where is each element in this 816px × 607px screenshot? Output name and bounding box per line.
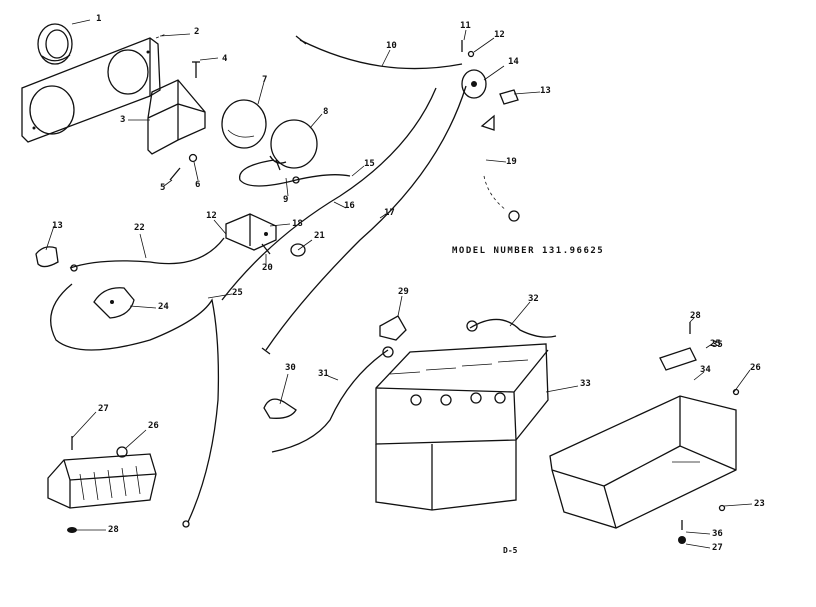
headlamp-sealed-beam: [221, 99, 267, 149]
callout-13-a: 13: [540, 86, 551, 96]
callout-16: 16: [344, 201, 355, 211]
nut: [188, 153, 198, 163]
solenoid: [225, 213, 277, 251]
voltage-regulator: [93, 287, 135, 319]
callout-22: 22: [134, 223, 145, 233]
ignition-switch: [461, 69, 487, 99]
rectifier: [47, 436, 157, 533]
leader-lines: [45, 19, 753, 549]
battery-cable-pos: [469, 318, 557, 338]
headlamp-with-socket: [269, 119, 318, 171]
page-code: D-5: [503, 546, 518, 555]
screw: [192, 61, 200, 78]
callout-28-a: 28: [108, 525, 119, 535]
callout-25-b: 25: [710, 339, 721, 349]
callout-12-b: 12: [206, 211, 217, 221]
connector: [261, 243, 271, 255]
callout-19: 19: [506, 157, 517, 167]
hold-down: [659, 347, 697, 371]
callout-30: 30: [285, 363, 296, 373]
callout-18: 18: [292, 219, 303, 229]
callout-11: 11: [460, 21, 471, 31]
callout-4: 4: [222, 54, 228, 64]
callout-27-b: 27: [712, 543, 723, 553]
wire-22: [69, 237, 225, 269]
model-number: MODEL NUMBER 131.96625: [452, 246, 605, 256]
callout-24: 24: [158, 302, 169, 312]
callout-3: 3: [120, 115, 126, 125]
callout-27-a: 27: [98, 404, 109, 414]
wire-loop: [50, 283, 220, 523]
battery-tray: [549, 395, 737, 529]
callout-8: 8: [323, 107, 329, 117]
headlamp-harness: [239, 159, 351, 187]
mounting-bracket: [147, 79, 206, 155]
callout-13-b: 13: [52, 221, 63, 231]
callout-32: 32: [528, 294, 539, 304]
callout-26-a: 26: [148, 421, 159, 431]
callout-17: 17: [384, 208, 395, 218]
callout-12-a: 12: [494, 30, 505, 40]
callout-21: 21: [314, 231, 325, 241]
callout-34: 34: [700, 365, 711, 375]
battery-clamp: [263, 398, 297, 419]
headlight-bezel: [37, 23, 73, 65]
battery-cable-neg: [271, 349, 389, 453]
callout-9: 9: [283, 195, 289, 205]
callout-33: 33: [580, 379, 591, 389]
callout-20: 20: [262, 263, 273, 273]
callout-31: 31: [318, 369, 329, 379]
wire-switch: [299, 39, 463, 70]
callout-26-b: 26: [750, 363, 761, 373]
ignition-key: [499, 89, 519, 105]
bolt: [169, 167, 181, 181]
rubber-boot: [35, 246, 59, 268]
callout-23: 23: [754, 499, 765, 509]
cable-long: [221, 87, 437, 301]
callout-7: 7: [262, 75, 268, 85]
callout-5: 5: [160, 183, 166, 193]
terminal-cover: [379, 315, 407, 341]
callout-2: 2: [194, 27, 200, 37]
callout-35: 35: [712, 340, 723, 350]
callout-36: 36: [712, 529, 723, 539]
cable-long-2: [265, 85, 467, 351]
callout-29: 29: [398, 287, 409, 297]
callout-28-b: 28: [690, 311, 701, 321]
callout-6: 6: [195, 180, 201, 190]
callout-25-a: 25: [232, 288, 243, 298]
callout-1: 1: [96, 14, 102, 24]
callout-14: 14: [508, 57, 519, 67]
callout-15: 15: [364, 159, 375, 169]
callout-10: 10: [386, 41, 397, 51]
fuse-holder: [480, 114, 520, 222]
battery: [375, 343, 549, 511]
grille-panel: [21, 37, 161, 143]
terminal-boot: [290, 243, 306, 257]
